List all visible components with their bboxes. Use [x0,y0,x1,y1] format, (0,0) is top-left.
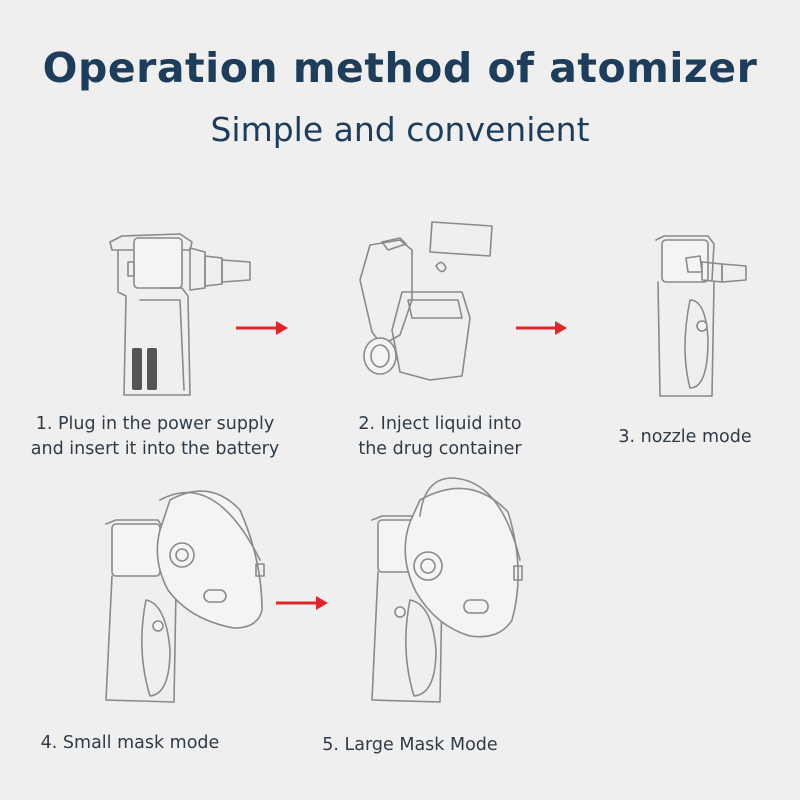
nebulizer-small-mask-icon [105,490,265,703]
nebulizer-nozzle-icon [655,235,747,397]
step-3-caption: 3. nozzle mode [618,427,752,447]
nebulizer-large-mask-icon [371,477,523,703]
step-2-caption: 2. Inject liquid into the drug container [358,414,522,459]
page-subtitle: Simple and convenient [210,110,590,149]
nebulizer-battery-icon [109,233,251,396]
drug-container-icon [359,221,493,381]
step-arrow-3 [276,596,328,610]
step-arrow-2 [516,321,567,335]
step-4-caption: 4. Small mask mode [40,733,220,753]
page-title: Operation method of atomizer [42,44,758,92]
step-1-caption: 1. Plug in the power supply and insert i… [30,414,280,459]
step-5-caption: 5. Large Mask Mode [322,735,498,755]
step-arrow-1 [236,321,288,335]
